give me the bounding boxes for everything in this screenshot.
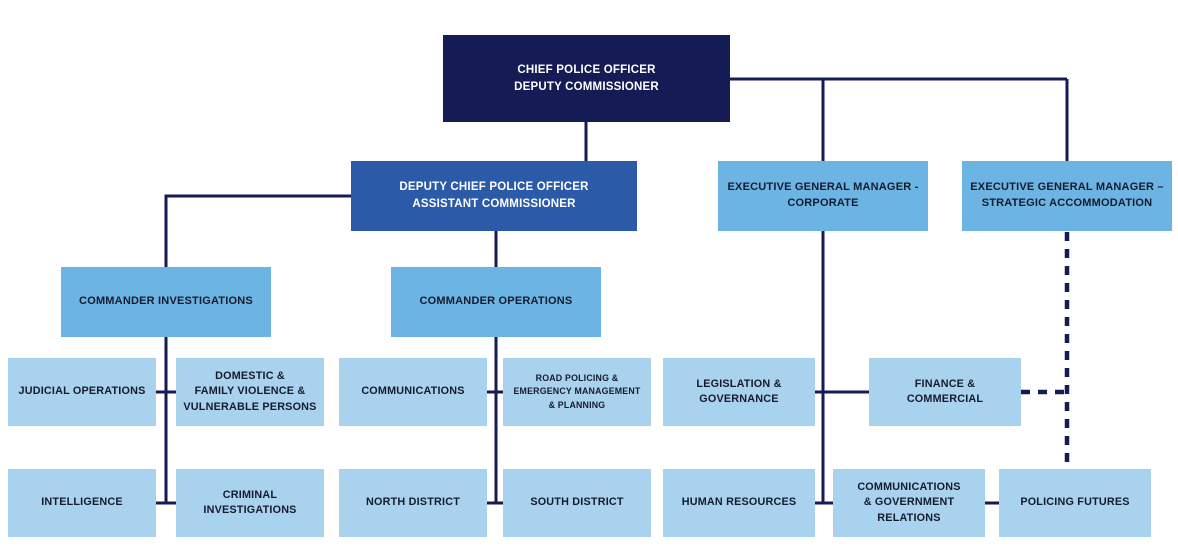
org-node-commander-operations: COMMANDER OPERATIONS [391, 267, 601, 337]
org-node-commander-investigations: COMMANDER INVESTIGATIONS [61, 267, 271, 337]
org-node-judicial-operations: JUDICIAL OPERATIONS [8, 358, 156, 426]
org-node-north-district: NORTH DISTRICT [339, 469, 487, 537]
org-node-road-policing: ROAD POLICING & EMERGENCY MANAGEMENT & P… [503, 358, 651, 426]
org-node-communications: COMMUNICATIONS [339, 358, 487, 426]
org-node-policing-futures: POLICING FUTURES [999, 469, 1151, 537]
connector-deputy-investigations [164, 194, 351, 267]
org-node-chief-police-officer: CHIEF POLICE OFFICER DEPUTY COMMISSIONER [443, 35, 730, 122]
org-node-communications-government-relations: COMMUNICATIONS & GOVERNMENT RELATIONS [833, 469, 985, 537]
org-node-south-district: SOUTH DISTRICT [503, 469, 651, 537]
org-node-intelligence: INTELLIGENCE [8, 469, 156, 537]
org-node-egm-corporate: EXECUTIVE GENERAL MANAGER - CORPORATE [718, 161, 928, 231]
org-node-egm-strategic-accommodation: EXECUTIVE GENERAL MANAGER – STRATEGIC AC… [962, 161, 1172, 231]
org-node-deputy-chief-police-officer: DEPUTY CHIEF POLICE OFFICER ASSISTANT CO… [351, 161, 637, 231]
org-node-legislation-governance: LEGISLATION & GOVERNANCE [663, 358, 815, 426]
org-node-finance-commercial: FINANCE & COMMERCIAL [869, 358, 1021, 426]
org-node-human-resources: HUMAN RESOURCES [663, 469, 815, 537]
org-node-domestic-family-violence: DOMESTIC & FAMILY VIOLENCE & VULNERABLE … [176, 358, 324, 426]
org-node-criminal-investigations: CRIMINAL INVESTIGATIONS [176, 469, 324, 537]
